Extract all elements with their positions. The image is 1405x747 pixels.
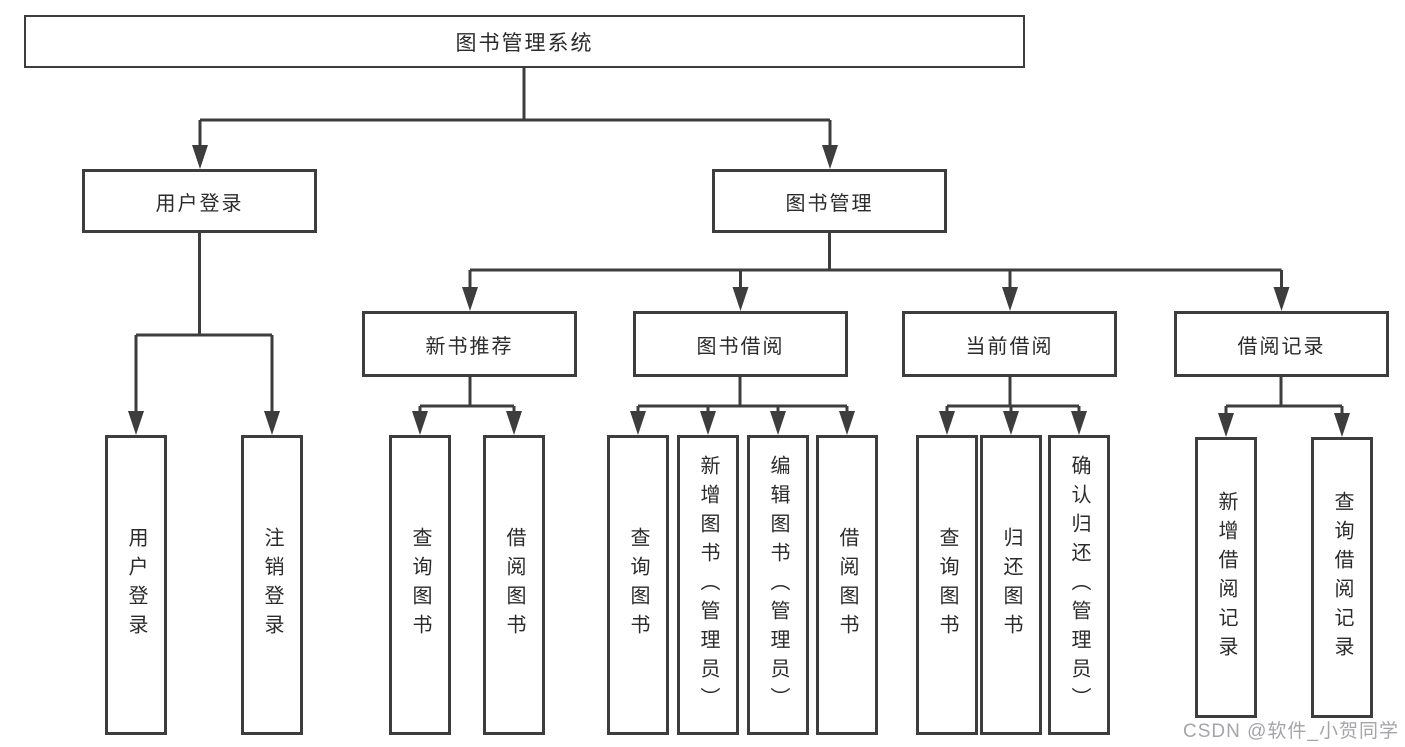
- leaf-borrow-books-borrowing: 借阅图书: [816, 435, 878, 735]
- leaf-return-books: 归还图书: [980, 435, 1042, 735]
- leaf-label: 查询图书: [936, 527, 958, 643]
- leaf-label: 查询图书: [627, 527, 649, 643]
- leaf-label: 用户登录: [125, 527, 147, 643]
- leaf-add-borrow-record: 新增借阅记录: [1195, 437, 1257, 718]
- leaf-add-books-admin: 新增图书（管理员）: [677, 435, 739, 735]
- leaf-label: 新增借阅记录: [1215, 490, 1237, 665]
- node-label: 图书借阅: [696, 335, 785, 358]
- leaf-logout: 注销登录: [241, 435, 303, 735]
- node-current-borrowing: 当前借阅: [902, 311, 1117, 377]
- leaf-label: 查询借阅记录: [1331, 490, 1353, 665]
- node-label: 当前借阅: [965, 335, 1054, 358]
- node-label: 图书管理: [785, 192, 874, 215]
- node-book-borrowing: 图书借阅: [633, 311, 848, 377]
- leaf-query-books-current: 查询图书: [916, 435, 978, 735]
- node-borrowing-records: 借阅记录: [1174, 311, 1389, 377]
- leaf-label: 编辑图书（管理员）: [767, 454, 789, 716]
- watermark: CSDN @软件_小贺同学: [1183, 721, 1399, 742]
- leaf-query-borrow-record: 查询借阅记录: [1311, 437, 1373, 718]
- leaf-confirm-return-admin: 确认归还（管理员）: [1048, 435, 1110, 735]
- leaf-label: 借阅图书: [836, 527, 858, 643]
- leaf-query-books-borrowing: 查询图书: [607, 435, 669, 735]
- node-new-book-recommend: 新书推荐: [362, 311, 577, 377]
- leaf-label: 查询图书: [409, 527, 431, 643]
- leaf-query-books-recommend: 查询图书: [389, 435, 451, 735]
- leaf-label: 借阅图书: [503, 527, 525, 643]
- leaf-label: 确认归还（管理员）: [1068, 454, 1090, 716]
- leaf-label: 归还图书: [1000, 527, 1022, 643]
- node-user-login: 用户登录: [82, 169, 317, 233]
- leaf-label: 注销登录: [261, 527, 283, 643]
- leaf-borrow-books-recommend: 借阅图书: [483, 435, 545, 735]
- leaf-edit-books-admin: 编辑图书（管理员）: [747, 435, 809, 735]
- leaf-label: 新增图书（管理员）: [697, 454, 719, 716]
- node-label: 借阅记录: [1237, 335, 1326, 358]
- node-book-management: 图书管理: [712, 169, 947, 233]
- node-label: 图书管理系统: [455, 31, 594, 55]
- leaf-user-login: 用户登录: [105, 435, 167, 735]
- node-label: 用户登录: [155, 192, 244, 215]
- node-library-management-system: 图书管理系统: [24, 15, 1025, 68]
- node-label: 新书推荐: [425, 335, 514, 358]
